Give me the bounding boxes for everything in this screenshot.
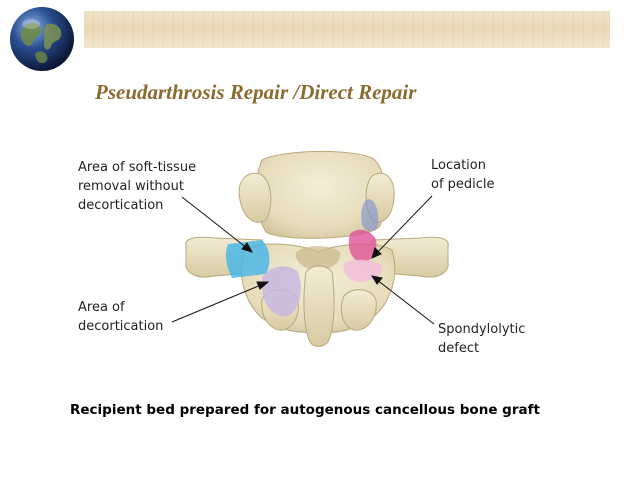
globe-icon (10, 7, 74, 71)
slide-title: Pseudarthrosis Repair /Direct Repair (95, 80, 417, 104)
defect-label: Spondylolytic defect (438, 320, 525, 358)
defect-label-line-1: Spondylolytic (438, 322, 526, 337)
pedicle-upper-region (361, 199, 379, 232)
soft-tissue-pointer (181, 196, 253, 253)
slide-caption: Recipient bed prepared for autogenous ca… (70, 402, 540, 418)
decortication-label-line-1: Area of (78, 300, 125, 315)
spinous-process (303, 265, 335, 347)
pedicle-pointer (371, 195, 433, 259)
defect-pointer (371, 275, 435, 325)
pedicle-label: Location of pedicle (431, 156, 495, 194)
left-superior-process (238, 172, 272, 223)
right-inferior-process (340, 289, 377, 331)
decortication-label-line-2: decortication (78, 319, 164, 334)
decortication-pointer (171, 281, 269, 323)
soft-tissue-label: Area of soft-tissue removal without deco… (78, 158, 196, 215)
pedicle-label-line-1: Location (431, 158, 486, 173)
pedicle-label-line-2: of pedicle (431, 177, 495, 192)
header-band (84, 11, 610, 48)
soft-tissue-removal-region (225, 240, 270, 278)
soft-tissue-label-line-2: removal without (78, 179, 184, 194)
pedicle-region (348, 229, 377, 262)
defect-label-line-2: defect (438, 341, 480, 356)
soft-tissue-label-line-3: decortication (78, 198, 164, 213)
soft-tissue-label-line-1: Area of soft-tissue (78, 160, 197, 175)
decortication-label: Area of decortication (78, 298, 163, 336)
decortication-region (261, 266, 301, 317)
